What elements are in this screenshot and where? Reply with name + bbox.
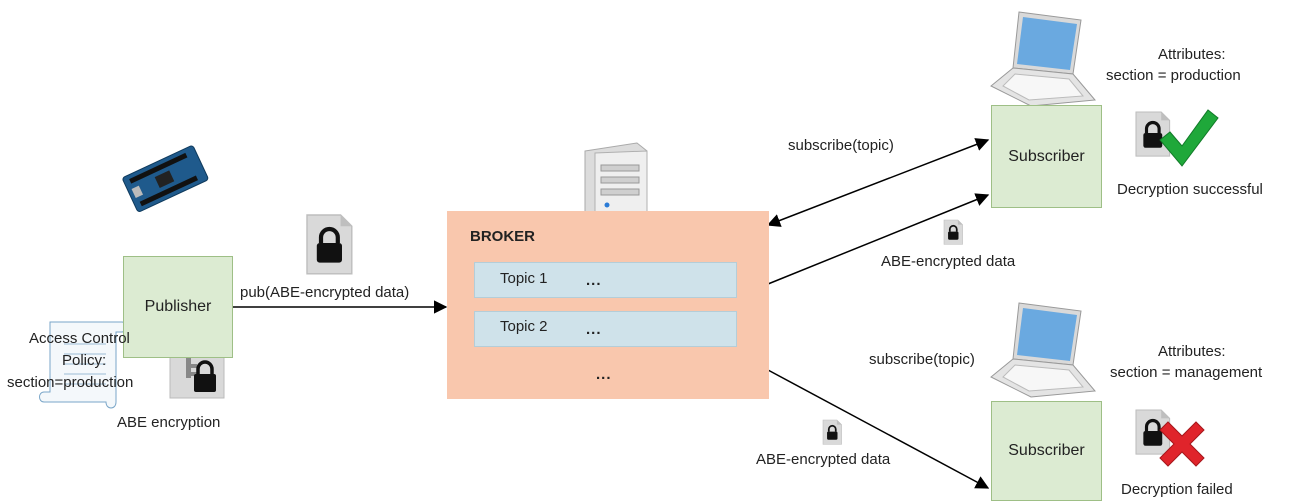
data-label-bottom: ABE-encrypted data [756, 451, 891, 468]
pub-arrow-label: pub(ABE-encrypted data) [240, 284, 410, 301]
topic-2-label: Topic 2 [500, 318, 548, 335]
broker-box [447, 211, 769, 399]
encrypted-document-icon [307, 215, 352, 274]
cross-icon [1159, 421, 1205, 467]
topic-row-1[interactable] [474, 262, 737, 298]
topic-row-2[interactable] [474, 311, 737, 347]
subscriber-box-top: Subscriber [991, 105, 1102, 208]
attributes-title-bottom: Attributes: [1158, 343, 1226, 360]
encryption-label: ABE encryption [117, 414, 221, 431]
result-success: Decryption successful [1117, 181, 1263, 198]
publisher-label: Publisher [144, 298, 212, 315]
policy-label-line3: section=production [7, 374, 134, 391]
data-arrow-bottom [767, 369, 990, 489]
subscriber-top-label: Subscriber [1008, 147, 1085, 165]
arduino-board-icon [122, 145, 209, 212]
laptop-icon-bottom [990, 302, 1097, 398]
subscribe-label-bottom: subscribe(topic) [869, 351, 975, 368]
subscribe-arrow-top [766, 138, 990, 227]
topic-1-dots: ... [586, 272, 602, 289]
attributes-value-bottom: section = management [1110, 364, 1263, 381]
topic-1-label: Topic 1 [500, 270, 548, 287]
subscriber-box-bottom: Subscriber [991, 401, 1102, 501]
data-label-top: ABE-encrypted data [881, 253, 1016, 270]
laptop-icon-top [990, 11, 1097, 107]
attributes-value-top: section = production [1106, 67, 1241, 84]
policy-label-line1: Access Control [29, 330, 130, 347]
data-arrow-top [767, 193, 990, 285]
result-failed: Decryption failed [1121, 481, 1233, 498]
subscriber-bottom-label: Subscriber [1008, 442, 1085, 459]
attributes-title-top: Attributes: [1158, 46, 1226, 63]
subscribe-label-top: subscribe(topic) [788, 137, 894, 154]
topic-2-dots: ... [586, 321, 602, 338]
policy-label-line2: Policy: [62, 352, 107, 369]
publisher-box: Publisher [123, 256, 233, 358]
data-packet-icon-top [943, 219, 964, 246]
policy-scroll-icon [39, 321, 127, 409]
success-lock-icon [1134, 110, 1172, 158]
data-packet-icon-bottom [822, 419, 843, 446]
broker-more-dots: ... [596, 366, 612, 383]
broker-title: BROKER [470, 228, 536, 245]
checkmark-icon [1159, 109, 1219, 167]
